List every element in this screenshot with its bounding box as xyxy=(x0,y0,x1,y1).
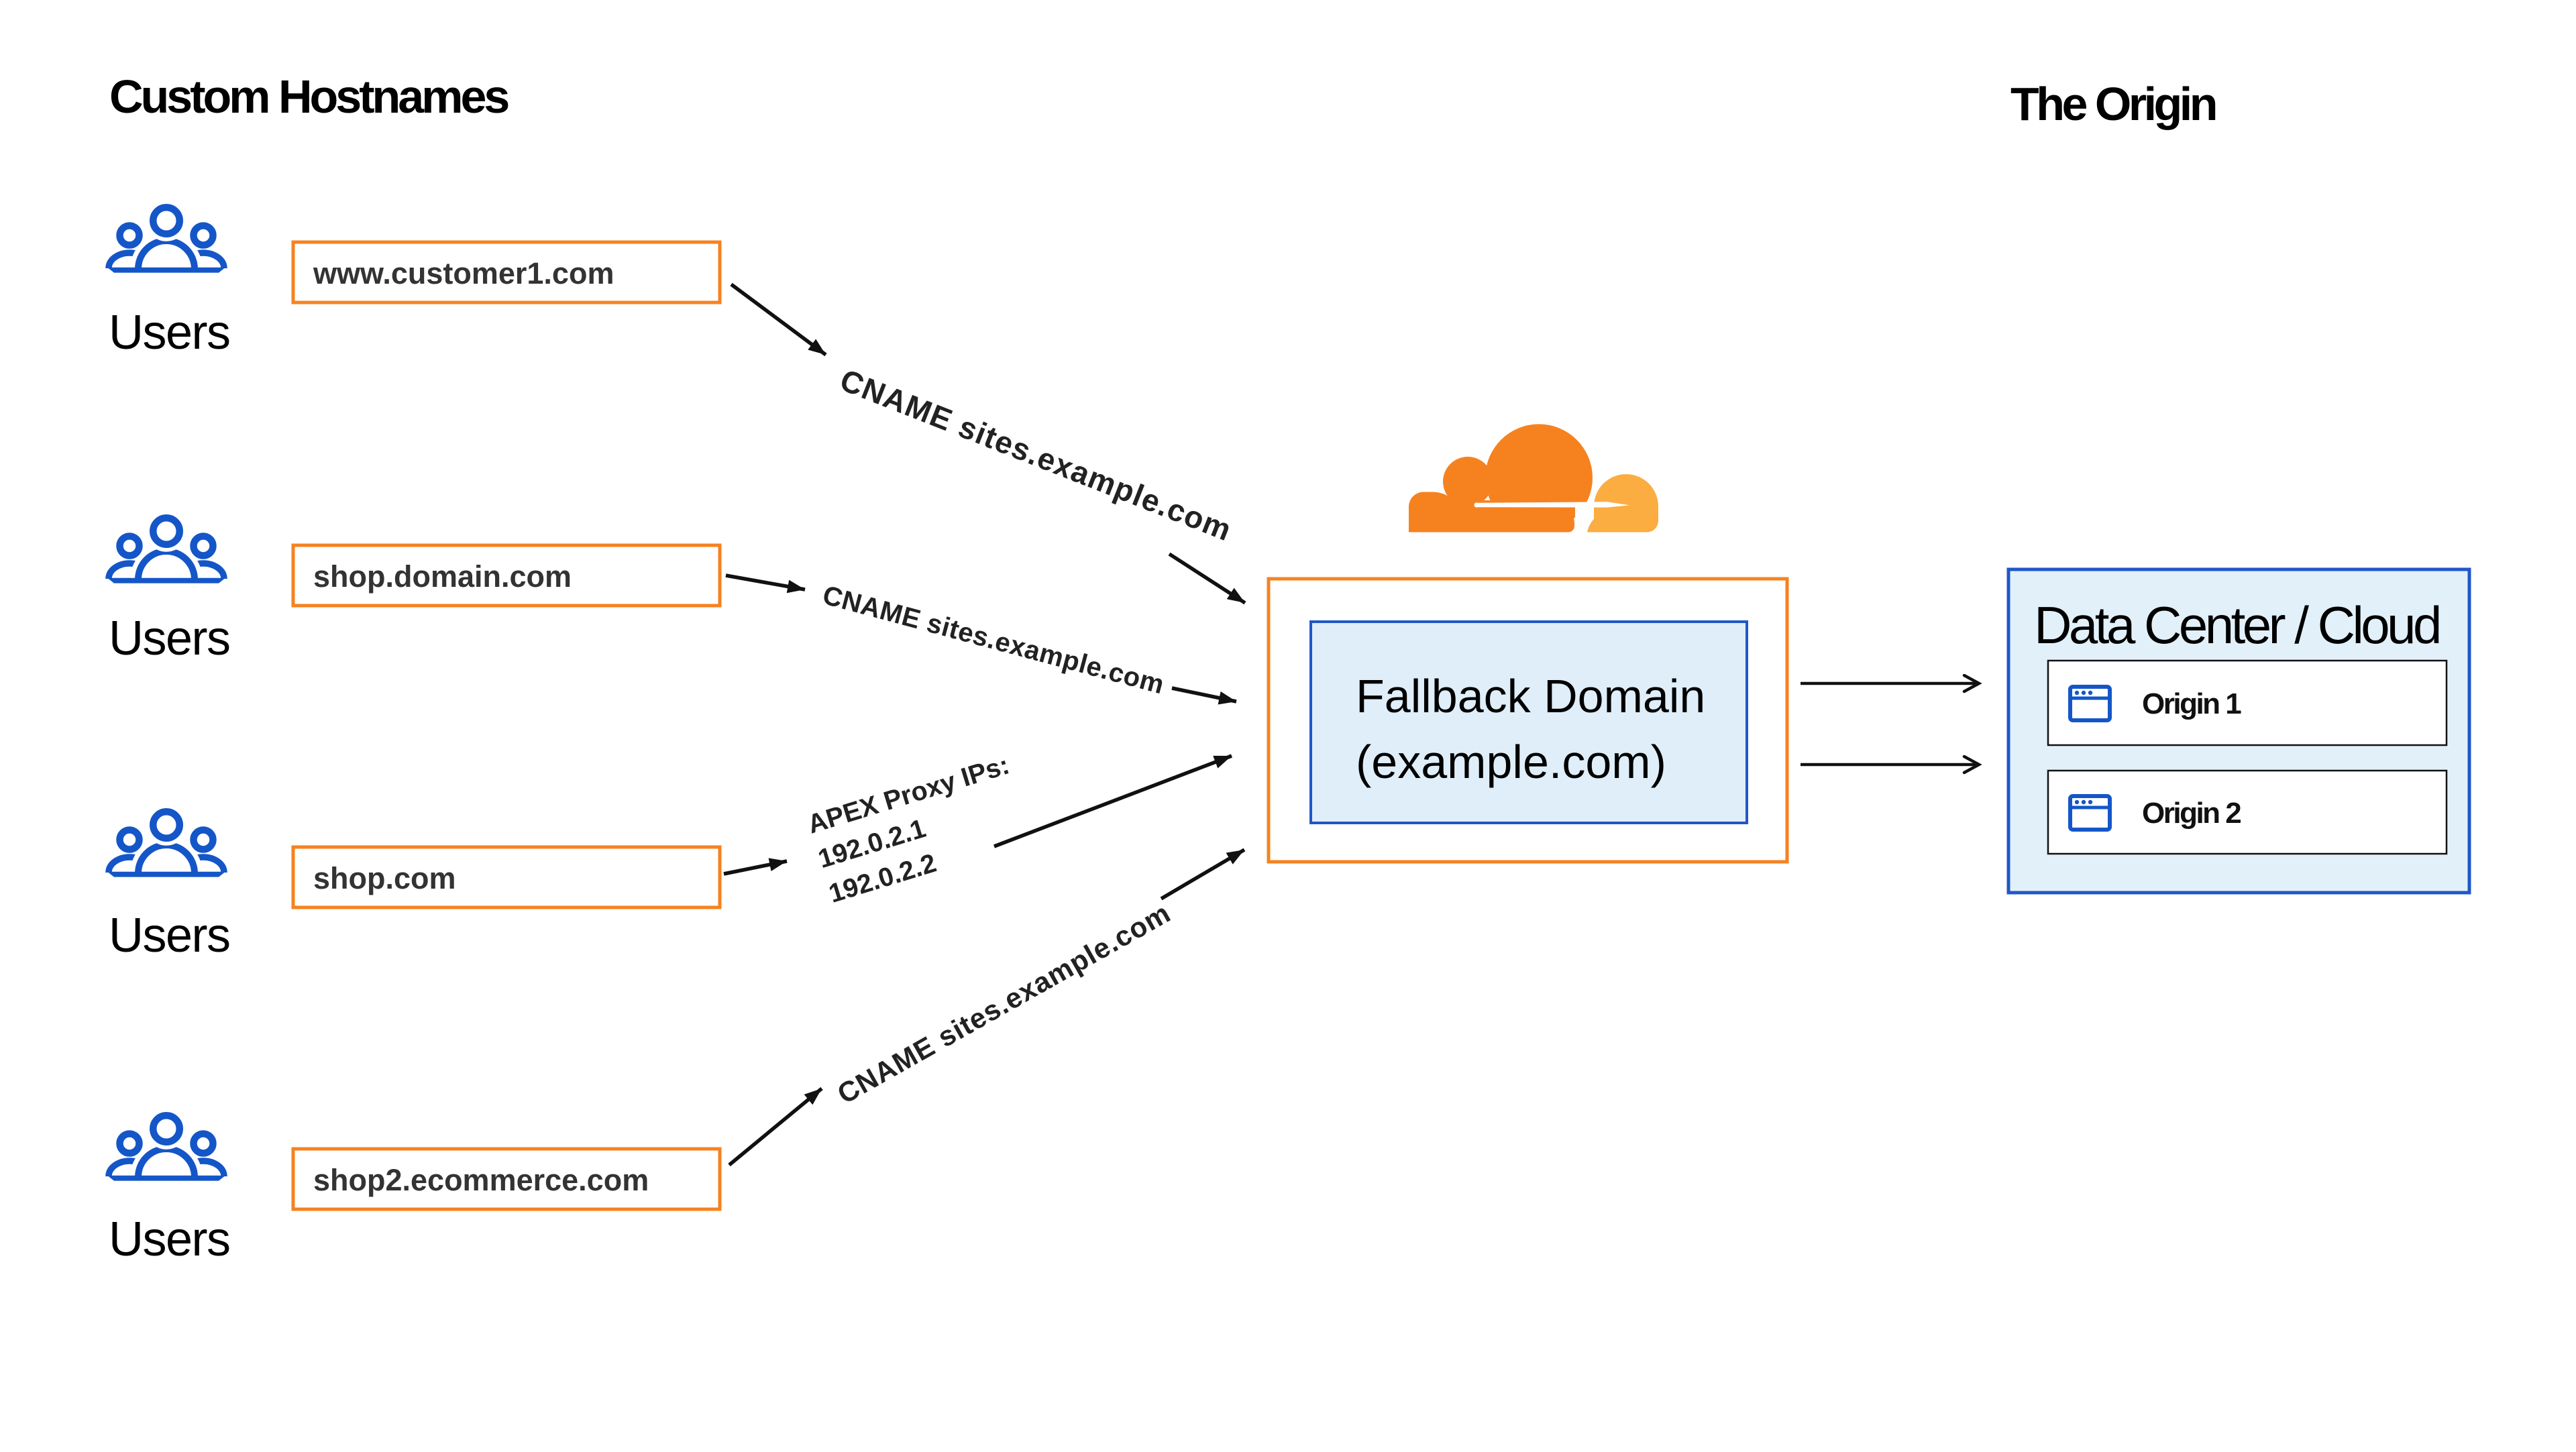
svg-text:CNAME sites.example.com: CNAME sites.example.com xyxy=(820,580,1168,700)
svg-text:Origin 2: Origin 2 xyxy=(2142,797,2241,830)
svg-text:Users: Users xyxy=(109,909,230,962)
svg-text:CNAME sites.example.com: CNAME sites.example.com xyxy=(832,897,1175,1110)
svg-text:Custom Hostnames: Custom Hostnames xyxy=(109,70,508,123)
svg-text:www.customer1.com: www.customer1.com xyxy=(313,256,614,290)
svg-text:(example.com): (example.com) xyxy=(1356,736,1666,788)
svg-text:Users: Users xyxy=(109,1213,230,1266)
svg-text:Users: Users xyxy=(109,306,230,359)
svg-text:Data Center / Cloud: Data Center / Cloud xyxy=(2034,596,2439,655)
svg-text:Users: Users xyxy=(109,612,230,665)
svg-text:shop2.ecommerce.com: shop2.ecommerce.com xyxy=(313,1163,649,1197)
svg-text:Fallback Domain: Fallback Domain xyxy=(1356,670,1705,722)
svg-text:shop.domain.com: shop.domain.com xyxy=(313,559,572,594)
svg-text:Origin 1: Origin 1 xyxy=(2142,687,2241,720)
svg-text:The Origin: The Origin xyxy=(2010,78,2216,130)
svg-text:CNAME sites.example.com: CNAME sites.example.com xyxy=(835,362,1236,548)
svg-text:shop.com: shop.com xyxy=(313,861,456,895)
